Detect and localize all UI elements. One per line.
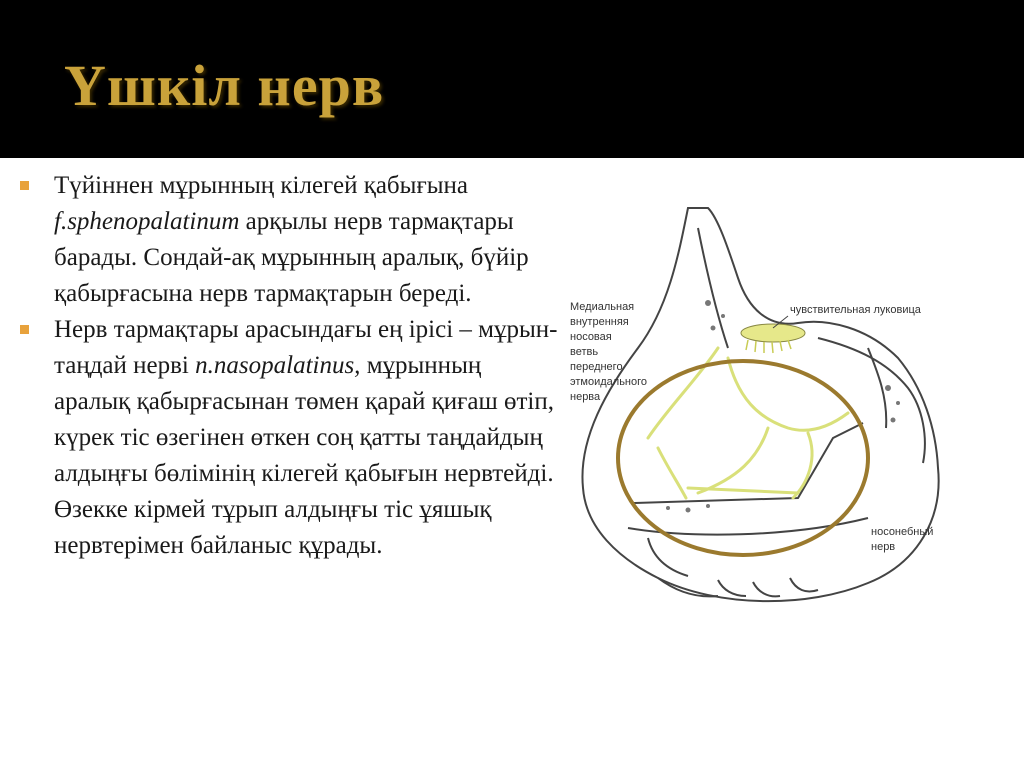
bullet-item-2: Нерв тармақтары арасындағы ең ірісі – мұ… <box>18 312 563 564</box>
nerve-branches <box>646 346 850 500</box>
label-medial-3: носовая <box>570 331 612 343</box>
bullet-text-1-part-3: арқылы нерв тармақтары барады. Сондай-ақ… <box>54 208 529 307</box>
label-bulb: чувствительная луковица <box>790 304 922 316</box>
label-bulb-leader <box>772 315 789 329</box>
bullet-text-1-italic: f.sphenopalatinum <box>54 208 240 235</box>
label-medial-2: внутренняя <box>570 316 629 328</box>
bullet-text-2-italic: n.nasopalatinus, <box>195 352 361 379</box>
bullet-marker <box>20 181 29 190</box>
label-nasopalatine-2: нерв <box>871 541 895 553</box>
nasal-anatomy-illustration: Медиальная внутренняя носовая ветвь пере… <box>570 207 940 603</box>
olfactory-bulb <box>740 323 806 354</box>
label-medial-7: нерва <box>570 391 601 403</box>
bullet-text-2-part-1: Нерв тармақтары арасындағы ең ірісі – мұ… <box>54 316 558 379</box>
bullet-text-1-part-1: Түйіннен мұрынның кілегей қабығына <box>54 172 468 199</box>
bone-texture <box>666 300 900 513</box>
bullet-text-2-part-3: мұрынның аралық қабырғасынан төмен қарай… <box>54 352 554 559</box>
skull-outline <box>581 207 940 603</box>
label-medial-1: Медиальная <box>570 301 634 313</box>
label-medial-6: этмоидального <box>570 376 647 388</box>
label-medial-4: ветвь <box>570 346 598 358</box>
bullet-marker <box>20 325 29 334</box>
figure-labels: Медиальная внутренняя носовая ветвь пере… <box>570 301 933 553</box>
slide-content: Түйіннен мұрынның кілегей қабығына f.sph… <box>0 158 1024 767</box>
slide-title: Үшкіл нерв <box>64 53 385 118</box>
highlight-ring <box>616 359 870 557</box>
label-nasopalatine-1: носонебный <box>871 526 933 538</box>
text-box: Түйіннен мұрынның кілегей қабығына f.sph… <box>18 168 563 564</box>
label-medial-5: переднего <box>570 361 623 373</box>
title-bar: Үшкіл нерв <box>0 0 1024 158</box>
bullet-item-1: Түйіннен мұрынның кілегей қабығына f.sph… <box>18 168 563 312</box>
